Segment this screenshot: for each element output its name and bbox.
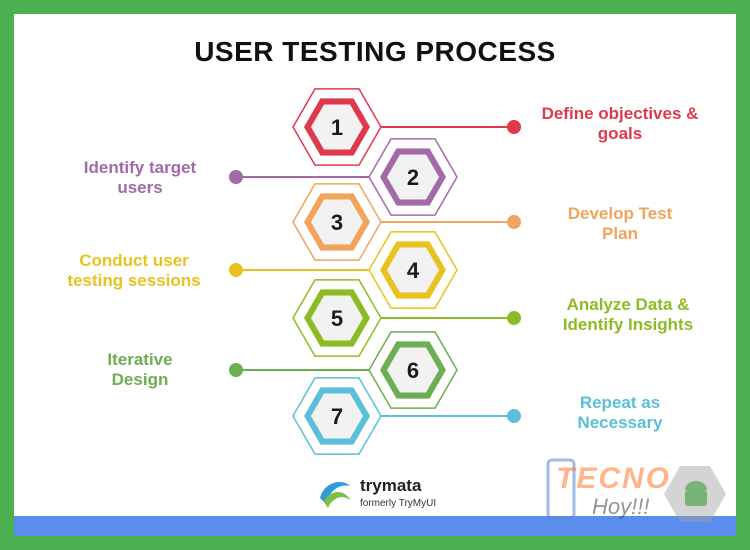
watermark-text-2: Hoy!!! — [592, 494, 650, 519]
step-label-6-line2: Design — [111, 370, 169, 389]
step-2: 2 — [229, 138, 458, 216]
step-label-1-line1: Define objectives & — [541, 104, 699, 123]
step-2-dot — [229, 170, 243, 184]
step-label-3: Develop Test Plan — [520, 204, 720, 244]
step-7-hex-inner — [311, 393, 363, 439]
step-5-number: 5 — [331, 306, 343, 331]
step-label-7-line1: Repeat as — [579, 393, 661, 412]
step-label-3-line1: Develop Test — [567, 204, 673, 223]
brand-subtitle: formerly TryMyUI — [360, 498, 437, 509]
step-label-1: Define objectives & goals — [520, 104, 720, 144]
step-label-5: Analyze Data & Identify Insights — [528, 295, 728, 335]
step-7-dot — [507, 409, 521, 423]
step-5-hex-inner — [311, 295, 363, 341]
step-5: 5 — [292, 279, 521, 357]
step-label-4-line2: testing sessions — [67, 271, 201, 290]
step-label-2-line2: users — [117, 178, 163, 197]
step-label-5-line2: Identify Insights — [562, 315, 694, 334]
step-4: 4 — [229, 231, 458, 309]
step-label-2-line1: Identify target — [83, 158, 197, 177]
step-label-6: Iterative Design — [40, 350, 240, 390]
step-label-7: Repeat as Necessary — [520, 393, 720, 433]
step-4-dot — [229, 263, 243, 277]
brand-logo: trymata formerly TryMyUI — [316, 474, 446, 514]
step-3-hex-inner — [311, 199, 363, 245]
step-label-4-line1: Conduct user — [79, 251, 189, 270]
step-2-number: 2 — [407, 165, 419, 190]
step-7: 7 — [292, 377, 521, 455]
step-label-5-line1: Analyze Data & — [566, 295, 690, 314]
step-5-dot — [507, 311, 521, 325]
step-1-hex-inner — [311, 104, 363, 150]
step-1: 1 — [292, 88, 521, 166]
page-title: USER TESTING PROCESS — [194, 36, 556, 67]
step-2-hex-inner — [387, 154, 439, 200]
watermark-graphics — [546, 458, 726, 522]
step-label-2: Identify target users — [40, 158, 240, 198]
brand-name: trymata — [360, 476, 422, 495]
step-label-4: Conduct user testing sessions — [34, 251, 234, 291]
step-label-1-line2: goals — [597, 124, 643, 143]
watermark: TECNO Hoy!!! — [540, 456, 740, 536]
step-label-6-line1: Iterative — [107, 350, 173, 369]
step-4-hex-inner — [387, 247, 439, 293]
step-6-hex-inner — [387, 347, 439, 393]
step-3: 3 — [292, 183, 521, 261]
step-label-3-line2: Plan — [602, 224, 638, 243]
step-7-number: 7 — [331, 404, 343, 429]
step-label-7-line2: Necessary — [577, 413, 663, 432]
trymata-logo-icon — [320, 482, 350, 508]
step-1-dot — [507, 120, 521, 134]
bottom-band — [14, 516, 736, 536]
step-1-number: 1 — [331, 115, 343, 140]
step-6-number: 6 — [407, 358, 419, 383]
step-4-number: 4 — [407, 258, 420, 283]
watermark-text-1: TECNO — [556, 462, 671, 495]
step-6-dot — [229, 363, 243, 377]
step-6: 6 — [229, 331, 458, 409]
step-3-dot — [507, 215, 521, 229]
step-3-number: 3 — [331, 210, 343, 235]
